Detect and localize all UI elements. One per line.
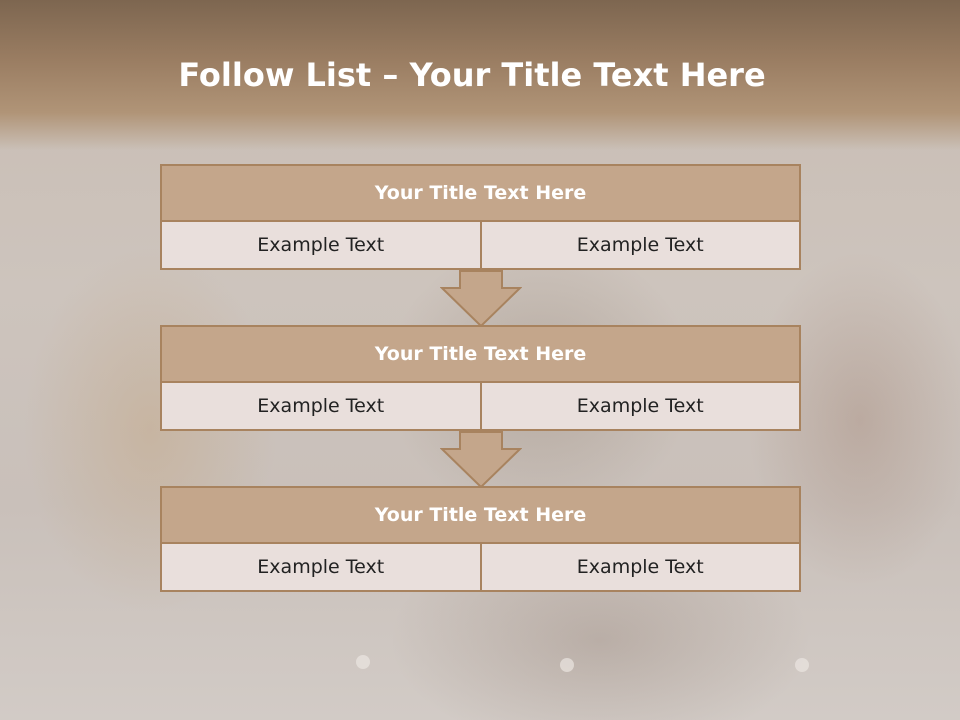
list-block-2: Your Title Text Here Example Text Exampl…	[160, 325, 801, 431]
block-cell-left[interactable]: Example Text	[160, 381, 482, 431]
list-block-3: Your Title Text Here Example Text Exampl…	[160, 486, 801, 592]
block-title[interactable]: Your Title Text Here	[160, 164, 801, 222]
block-cell-left[interactable]: Example Text	[160, 220, 482, 270]
list-block-1: Your Title Text Here Example Text Exampl…	[160, 164, 801, 270]
slide-title: Follow List – Your Title Text Here	[0, 56, 944, 94]
block-title[interactable]: Your Title Text Here	[160, 486, 801, 544]
block-cell-right[interactable]: Example Text	[479, 381, 801, 431]
block-row: Example Text Example Text	[160, 542, 801, 592]
block-cell-right[interactable]: Example Text	[479, 542, 801, 592]
block-row: Example Text Example Text	[160, 381, 801, 431]
block-title[interactable]: Your Title Text Here	[160, 325, 801, 383]
block-row: Example Text Example Text	[160, 220, 801, 270]
down-arrow-icon	[440, 431, 522, 489]
slide-title-rest: – Your Title Text Here	[382, 56, 766, 94]
slide-title-bold: Follow List	[178, 56, 383, 94]
block-cell-left[interactable]: Example Text	[160, 542, 482, 592]
down-arrow-icon	[440, 270, 522, 328]
block-cell-right[interactable]: Example Text	[479, 220, 801, 270]
title-band	[0, 0, 960, 150]
